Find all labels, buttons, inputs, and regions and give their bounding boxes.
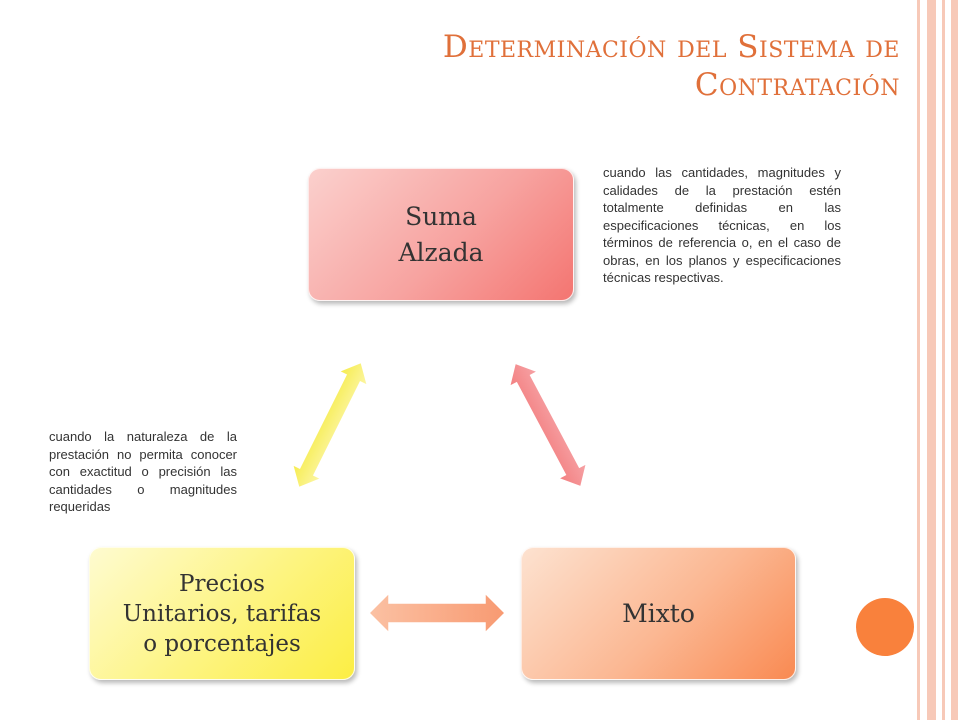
title-line-2: Contratación [694, 67, 900, 103]
node-mixto-label: Mixto [622, 599, 695, 628]
node-precios-unitarios: Precios Unitarios, tarifas o porcentajes [89, 547, 355, 680]
slide-title: Determinación del Sistema de Contratació… [250, 28, 900, 104]
decorative-stripes [915, 0, 960, 720]
note-precios-unitarios: cuando la naturaleza de la prestación no… [49, 429, 237, 514]
decorative-circle [856, 598, 914, 656]
node-mixto: Mixto [521, 547, 796, 680]
title-line-1: Determinación del Sistema de [442, 29, 900, 65]
note-suma-alzada: cuando las cantidades, magnitudes y cali… [603, 165, 841, 285]
arrow-suma-mixto [508, 362, 588, 488]
node-suma-line-1: Suma [405, 201, 477, 231]
arrow-precios-mixto [367, 591, 507, 635]
node-suma-alzada: Suma Alzada [308, 168, 574, 301]
node-precios-line-3: o porcentajes [143, 630, 301, 657]
node-precios-line-1: Precios [179, 570, 265, 597]
arrow-precios-suma [291, 361, 369, 489]
node-suma-line-2: Alzada [398, 237, 484, 267]
node-precios-line-2: Unitarios, tarifas [122, 600, 322, 627]
